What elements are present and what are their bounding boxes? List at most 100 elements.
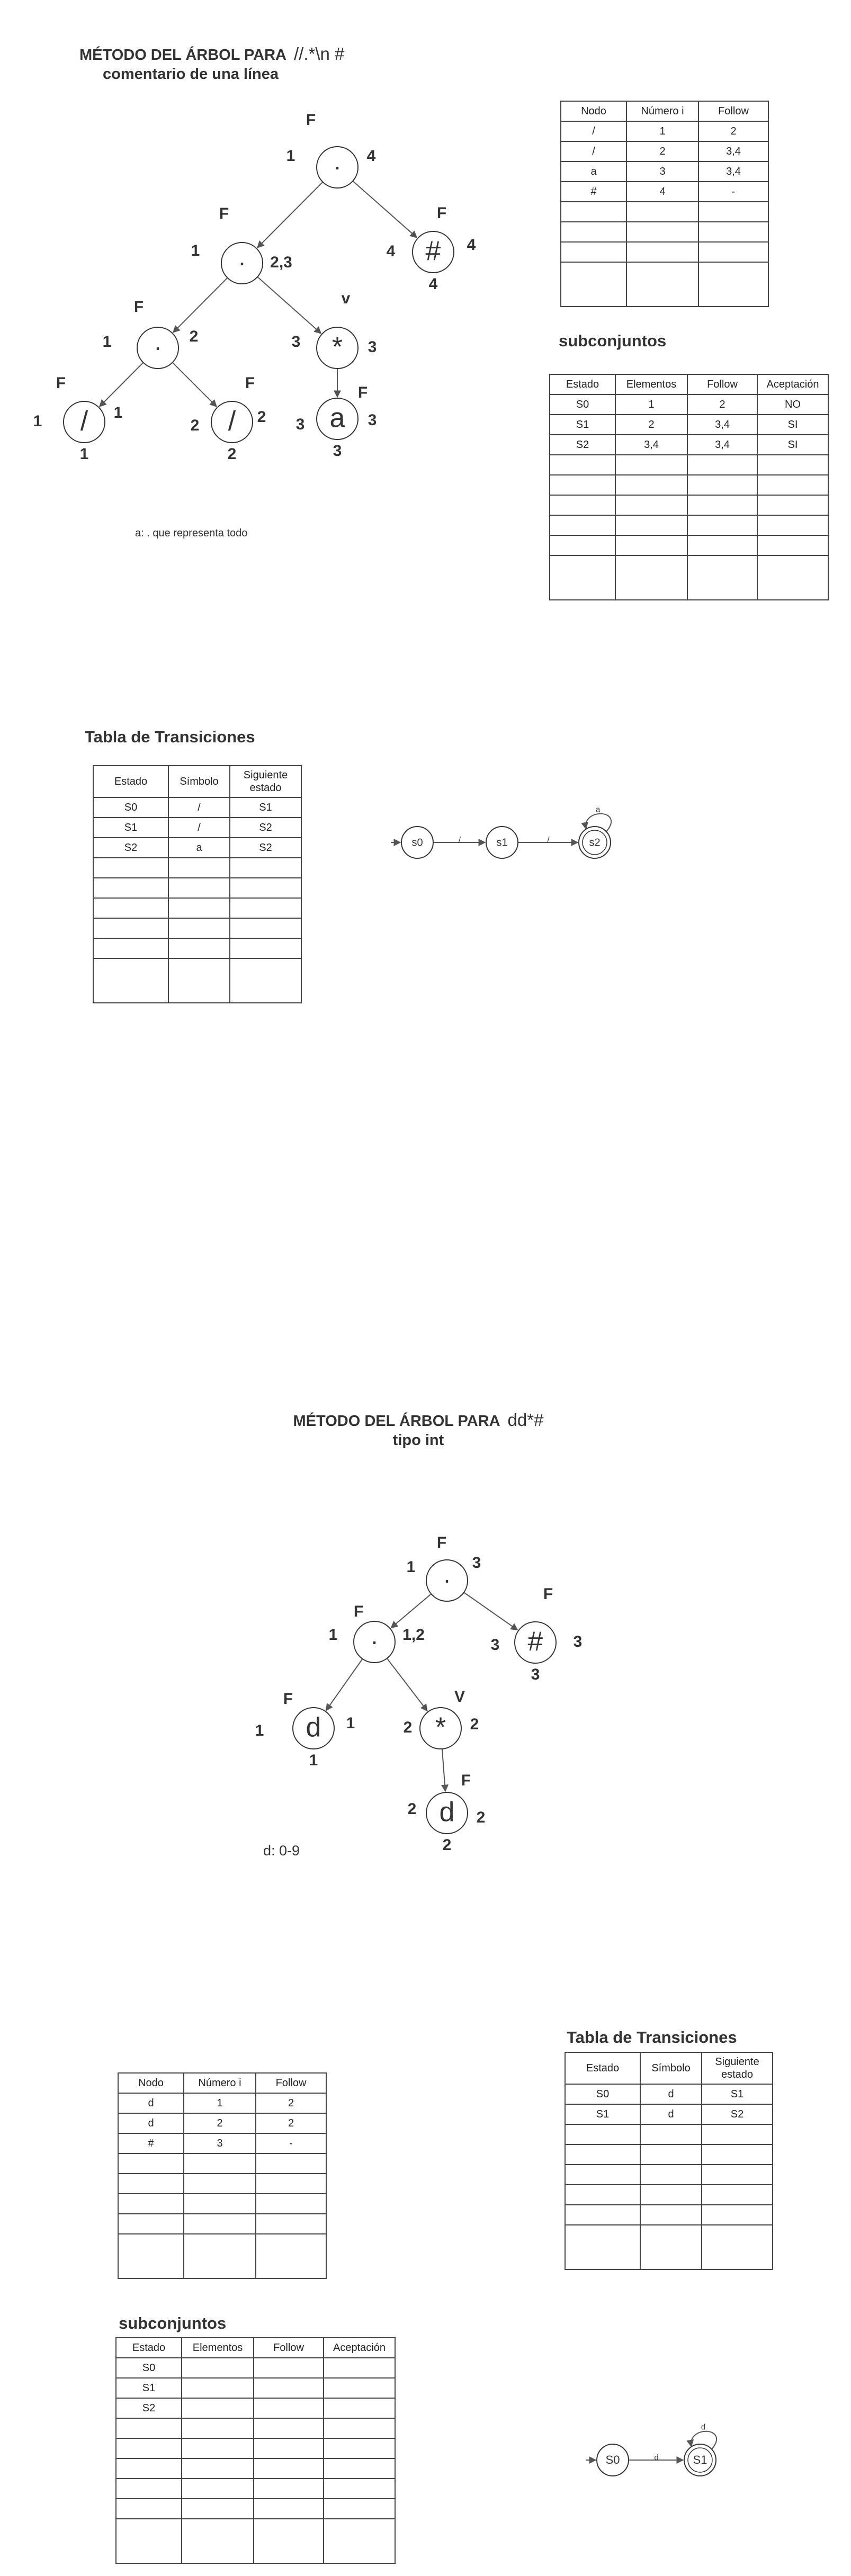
table-cell: d [640, 2104, 702, 2125]
table-cell: S1 [701, 2084, 773, 2105]
table-header-cell: Estado [565, 2052, 641, 2085]
table-header-cell: Follow [253, 2337, 324, 2358]
table-cell [560, 262, 627, 307]
table-cell: S0 [93, 797, 169, 818]
tree-node-symbol: * [435, 1712, 446, 1743]
table-cell: S2 [115, 2398, 182, 2419]
table-cell [115, 2518, 182, 2564]
table-cell [640, 2184, 702, 2205]
table-row [93, 938, 302, 959]
table-cell [565, 2184, 641, 2205]
table-row [549, 515, 829, 536]
state-label: S0 [606, 2453, 620, 2466]
tree-nullable-label: F [437, 1534, 446, 1551]
table-cell [253, 2418, 324, 2439]
state-circle [684, 2444, 716, 2476]
tree-firstpos-label: 1 [103, 333, 112, 351]
table-row [118, 2233, 327, 2279]
section2-subsets-heading: subconjuntos [119, 2314, 227, 2332]
tree-edge [352, 181, 418, 238]
table-cell [757, 555, 829, 600]
table-cell [183, 2193, 256, 2214]
table-cell [115, 2498, 182, 2519]
table-cell [229, 877, 302, 899]
tree-lastpos-label: 4 [367, 147, 376, 165]
table-cell: 2 [255, 2093, 327, 2114]
table-cell: S2 [549, 434, 616, 455]
tree-position-label: 4 [429, 275, 438, 293]
tree-node-symbol: / [228, 406, 236, 437]
table-cell: # [560, 181, 627, 202]
tree-firstpos-label: 1 [33, 412, 42, 430]
table-cell [757, 515, 829, 536]
table-cell [253, 2518, 324, 2564]
table-cell [255, 2213, 327, 2234]
table-cell [93, 958, 169, 1003]
tree-node-circle [316, 146, 359, 189]
table-cell [549, 535, 616, 556]
table-row: S2 [115, 2398, 396, 2419]
table-cell [181, 2438, 254, 2459]
tree-node-symbol: . [239, 243, 246, 271]
table-header-cell: Símbolo [640, 2052, 702, 2085]
table-row [93, 857, 302, 878]
table-cell: d [118, 2113, 184, 2134]
table-header-cell: Nodo [118, 2072, 184, 2094]
tree-edge [256, 181, 324, 248]
section1-title-expr: //.*\n # [294, 44, 345, 64]
table-header-cell: Follow [698, 101, 769, 122]
table-cell [168, 897, 230, 919]
table-cell: 2 [183, 2113, 256, 2134]
table-cell [626, 221, 699, 243]
table-cell: 3,4 [698, 161, 769, 182]
table-row [549, 555, 829, 600]
table-row [93, 918, 302, 939]
tree-node-circle [353, 1621, 396, 1663]
table-cell [687, 515, 758, 536]
tree-node-symbol: a [330, 403, 345, 434]
tree-edge [441, 1748, 449, 1792]
table-cell: 2 [255, 2113, 327, 2134]
tree-position-label: 3 [531, 1666, 540, 1683]
table-row: S0/S1 [93, 797, 302, 818]
table-cell [757, 454, 829, 475]
table-row [560, 201, 769, 222]
table-cell: a [168, 837, 230, 858]
tree-position-label: 2 [443, 1836, 452, 1854]
table-cell [118, 2213, 184, 2234]
table-cell: SI [757, 434, 829, 455]
table-cell [698, 262, 769, 307]
tree-nullable-label: F [461, 1772, 471, 1789]
table-row [565, 2204, 773, 2225]
state-circle [596, 2444, 629, 2476]
table-cell [323, 2458, 396, 2479]
table-cell: - [255, 2133, 327, 2154]
table-cell [565, 2204, 641, 2225]
table-cell: / [168, 817, 230, 838]
table-header-cell: Siguiente estado [229, 765, 302, 798]
tree-node-circle [419, 1707, 462, 1749]
table-cell [93, 938, 169, 959]
table-cell [183, 2153, 256, 2174]
table-cell: S2 [229, 837, 302, 858]
table-cell [701, 2124, 773, 2145]
tree-nullable-label: V [454, 1688, 465, 1706]
tree-firstpos-label: 2 [404, 1719, 413, 1736]
table-cell [565, 2224, 641, 2270]
table-cell: SI [757, 414, 829, 435]
table-row [549, 535, 829, 556]
table-row [565, 2144, 773, 2165]
tree-lastpos-label: 4 [467, 236, 476, 254]
table-cell [255, 2173, 327, 2194]
table-cell [253, 2377, 324, 2399]
tree-firstpos-label: 1 [255, 1722, 264, 1739]
